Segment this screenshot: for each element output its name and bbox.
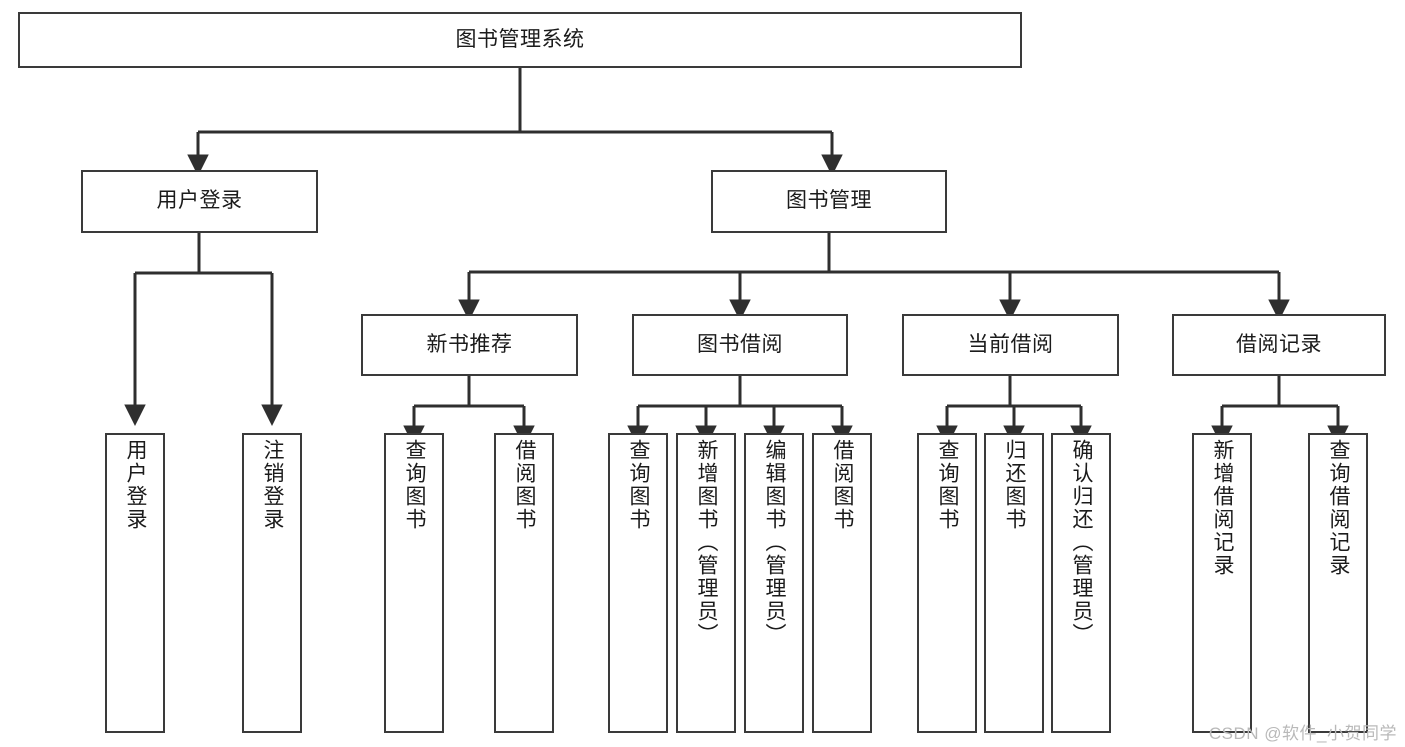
node-label: 查询图书: [936, 439, 960, 531]
node-label: 图书借阅: [697, 332, 783, 356]
leaf-new-book-borrow-books[interactable]: 借阅图书: [494, 433, 554, 733]
node-borrow-record[interactable]: 借阅记录: [1172, 314, 1386, 376]
node-user-login[interactable]: 用户登录: [81, 170, 318, 233]
node-label: 注销登录: [261, 439, 285, 531]
leaf-user-login-logout[interactable]: 注销登录: [242, 433, 302, 733]
node-label: 新增图书（管理员）: [695, 439, 719, 646]
leaf-book-borrow-query-books[interactable]: 查询图书: [608, 433, 668, 733]
leaf-book-borrow-add-book-admin[interactable]: 新增图书（管理员）: [676, 433, 736, 733]
node-label: 图书管理系统: [455, 27, 585, 51]
leaf-current-borrow-return-books[interactable]: 归还图书: [984, 433, 1044, 733]
leaf-book-borrow-borrow-books[interactable]: 借阅图书: [812, 433, 872, 733]
node-label: 查询借阅记录: [1327, 439, 1351, 577]
node-label: 归还图书: [1003, 439, 1027, 531]
node-label: 借阅图书: [513, 439, 537, 531]
node-label: 借阅图书: [831, 439, 855, 531]
node-current-borrow[interactable]: 当前借阅: [902, 314, 1119, 376]
node-label: 查询图书: [627, 439, 651, 531]
node-label: 用户登录: [156, 189, 243, 213]
leaf-current-borrow-confirm-return-admin[interactable]: 确认归还（管理员）: [1051, 433, 1111, 733]
leaf-book-borrow-edit-book-admin[interactable]: 编辑图书（管理员）: [744, 433, 804, 733]
node-label: 用户登录: [124, 439, 148, 531]
leaf-borrow-record-add-record[interactable]: 新增借阅记录: [1192, 433, 1252, 733]
node-label: 查询图书: [403, 439, 427, 531]
node-new-book-recommend[interactable]: 新书推荐: [361, 314, 578, 376]
leaf-current-borrow-query-books[interactable]: 查询图书: [917, 433, 977, 733]
node-label: 新增借阅记录: [1211, 439, 1235, 577]
leaf-user-login-login[interactable]: 用户登录: [105, 433, 165, 733]
node-label: 图书管理: [786, 189, 872, 213]
node-label: 新书推荐: [426, 332, 513, 356]
node-root-book-management-system[interactable]: 图书管理系统: [18, 12, 1022, 68]
leaf-borrow-record-query-record[interactable]: 查询借阅记录: [1308, 433, 1368, 733]
leaf-new-book-query-books[interactable]: 查询图书: [384, 433, 444, 733]
node-label: 借阅记录: [1236, 332, 1322, 356]
node-book-borrow[interactable]: 图书借阅: [632, 314, 848, 376]
node-book-management[interactable]: 图书管理: [711, 170, 947, 233]
watermark: CSDN @软件_小贺同学: [1208, 724, 1397, 743]
node-label: 当前借阅: [967, 332, 1054, 356]
node-label: 确认归还（管理员）: [1070, 439, 1094, 646]
node-label: 编辑图书（管理员）: [763, 439, 787, 646]
